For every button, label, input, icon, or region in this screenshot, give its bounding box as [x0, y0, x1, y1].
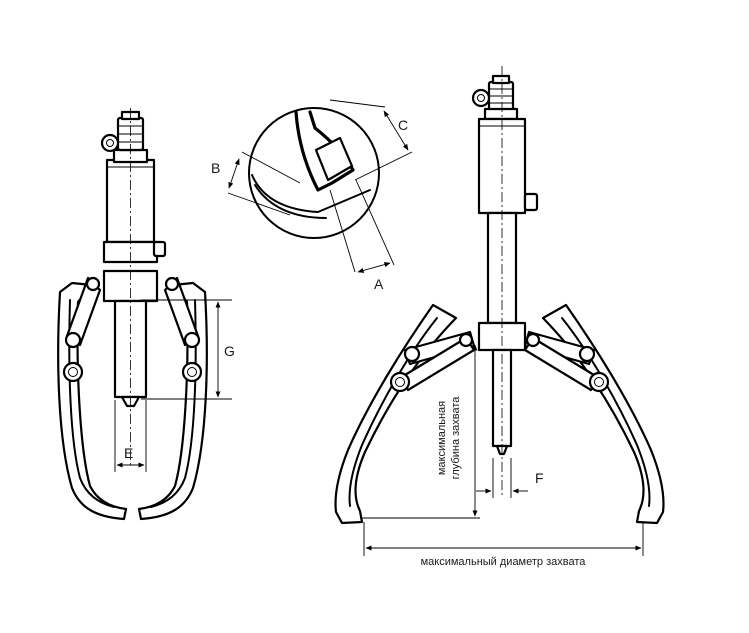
label-g: G — [224, 343, 235, 359]
label-e: E — [124, 445, 133, 461]
label-b: B — [211, 160, 220, 176]
max-depth-label: максимальная глубина захвата — [436, 396, 462, 480]
max-diameter-label: максимальный диаметр захвата — [421, 556, 587, 568]
jaw-tip-detail — [227, 99, 413, 273]
label-a: A — [374, 276, 384, 292]
label-c: C — [398, 117, 408, 133]
left-puller-closed — [57, 108, 232, 521]
max-depth-line2: глубина захвата — [450, 396, 462, 480]
right-puller-open — [334, 66, 665, 556]
label-f: F — [535, 470, 544, 486]
max-depth-line1: максимальная — [436, 401, 448, 475]
